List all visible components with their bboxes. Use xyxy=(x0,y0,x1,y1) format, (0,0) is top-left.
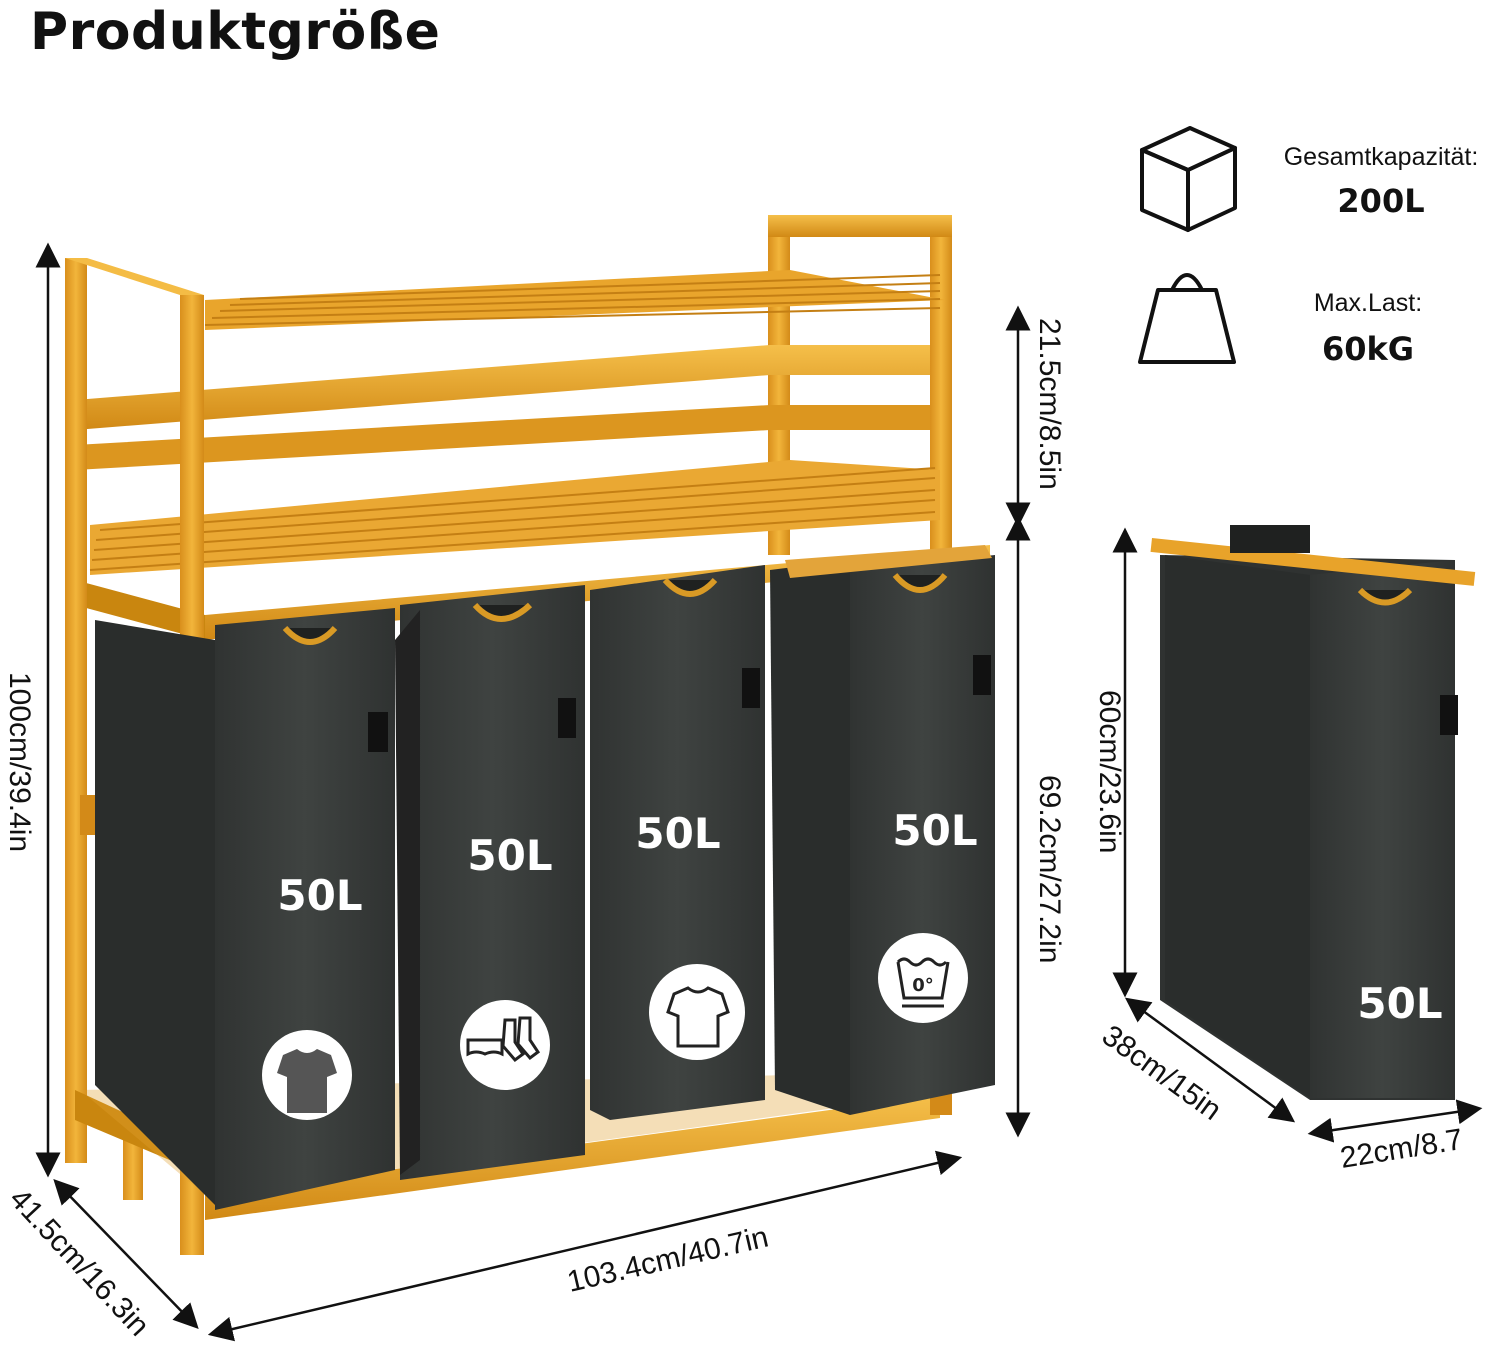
bag-capacity-label: 50L xyxy=(277,871,362,920)
load-value: 60kG xyxy=(1321,330,1415,368)
box-icon xyxy=(1140,126,1237,232)
single-bag: 50L xyxy=(1150,525,1476,1100)
bag-width-label: 22cm/8.7 xyxy=(1338,1123,1465,1175)
width-label: 103.4cm/40.7in xyxy=(564,1221,771,1299)
bag-height-label: 60cm/23.6in xyxy=(1093,690,1126,853)
bag-3[interactable]: 50L xyxy=(590,565,765,1120)
capacity-label: Gesamtkapazität: xyxy=(1283,143,1479,171)
single-bag-capacity-label: 50L xyxy=(1357,979,1442,1028)
shelf-gap-label: 21.5cm/8.5in xyxy=(1033,318,1066,490)
weight-icon xyxy=(1138,273,1236,364)
dark-shirt-icon xyxy=(277,1049,337,1113)
bag-4[interactable]: 50L 0° xyxy=(770,545,995,1115)
bag-capacity-label: 50L xyxy=(635,809,720,858)
bag-depth-label: 38cm/15in xyxy=(1096,1019,1227,1127)
total-height-label: 100cm/39.4in xyxy=(3,672,36,852)
svg-text:0°: 0° xyxy=(912,975,934,996)
load-label: Max.Last: xyxy=(1313,289,1423,317)
bag-1[interactable]: 50L xyxy=(95,608,395,1210)
underwear-socks-icon xyxy=(466,1016,541,1063)
page-title: Produktgröße xyxy=(30,2,441,62)
bag-capacity-label: 50L xyxy=(892,806,977,855)
lower-height-label: 69.2cm/27.2in xyxy=(1033,775,1066,963)
bag-2[interactable]: 50L xyxy=(395,585,585,1180)
dimension-lines xyxy=(35,242,1483,1342)
white-shirt-icon xyxy=(666,986,730,1048)
capacity-value: 200L xyxy=(1337,182,1425,220)
wash-temperature-icon: 0° xyxy=(896,957,950,1008)
bag-capacity-label: 50L xyxy=(467,831,552,880)
